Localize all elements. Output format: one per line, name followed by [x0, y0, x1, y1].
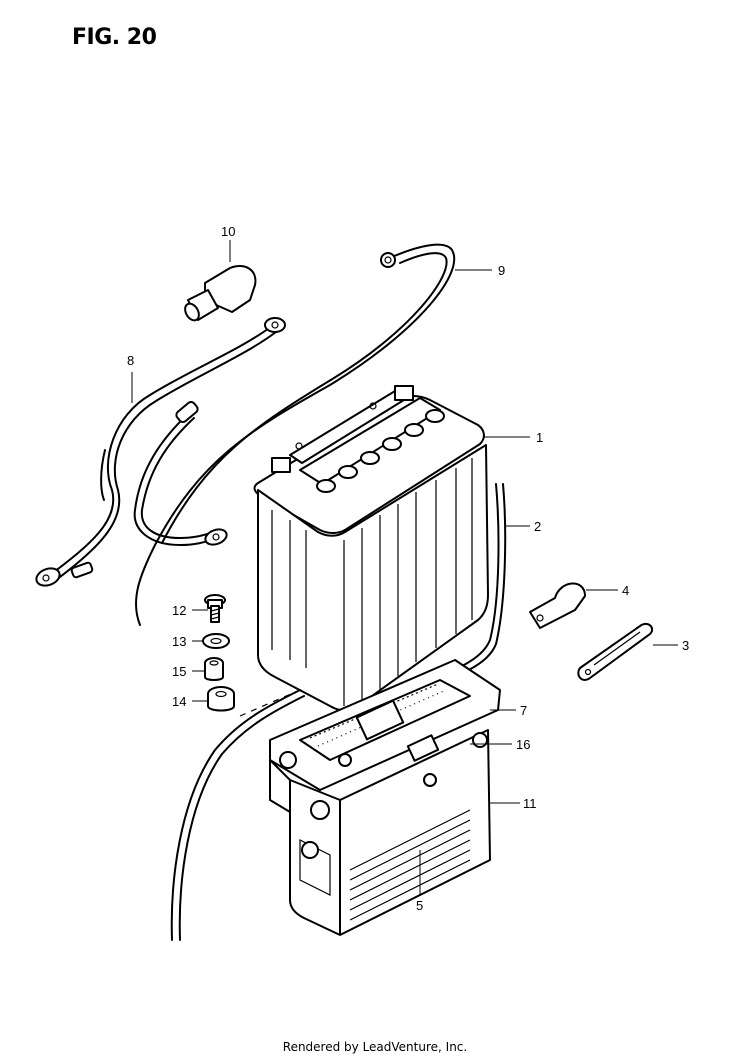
figure-title: FIG. 20 — [72, 25, 157, 50]
part-9-cable[interactable] — [134, 243, 456, 626]
callout-10: 10 — [221, 224, 235, 239]
callout-15: 15 — [172, 664, 186, 679]
callout-2: 2 — [534, 519, 541, 534]
callout-5: 5 — [416, 898, 423, 913]
part-4-clamp[interactable] — [529, 582, 586, 629]
part-11-battery-tray[interactable] — [269, 659, 501, 936]
callout-14: 14 — [172, 694, 186, 709]
part-8-harness[interactable] — [34, 317, 286, 589]
footer-credit: Rendered by LeadVenture, Inc. — [282, 1040, 468, 1054]
callout-3: 3 — [682, 638, 689, 653]
callout-11: 11 — [523, 796, 537, 811]
part-15-collar[interactable] — [204, 657, 224, 681]
part-3-band[interactable] — [577, 622, 654, 681]
part-13-washer[interactable] — [202, 633, 230, 649]
callout-7: 7 — [520, 703, 527, 718]
callout-12: 12 — [172, 603, 186, 618]
callout-8: 8 — [127, 353, 134, 368]
leader-lines — [131, 240, 678, 895]
part-1-battery[interactable] — [253, 385, 507, 712]
part-12-bolt[interactable] — [204, 594, 226, 623]
callout-9: 9 — [498, 263, 505, 278]
callout-4: 4 — [622, 583, 629, 598]
part-breather-tube[interactable] — [170, 689, 305, 941]
callout-1: 1 — [536, 430, 543, 445]
part-14-grommet[interactable] — [207, 686, 235, 712]
part-10-terminal-cover[interactable] — [182, 265, 257, 323]
battery-cell-caps — [316, 409, 445, 493]
callout-13: 13 — [172, 634, 186, 649]
callout-16: 16 — [516, 737, 530, 752]
